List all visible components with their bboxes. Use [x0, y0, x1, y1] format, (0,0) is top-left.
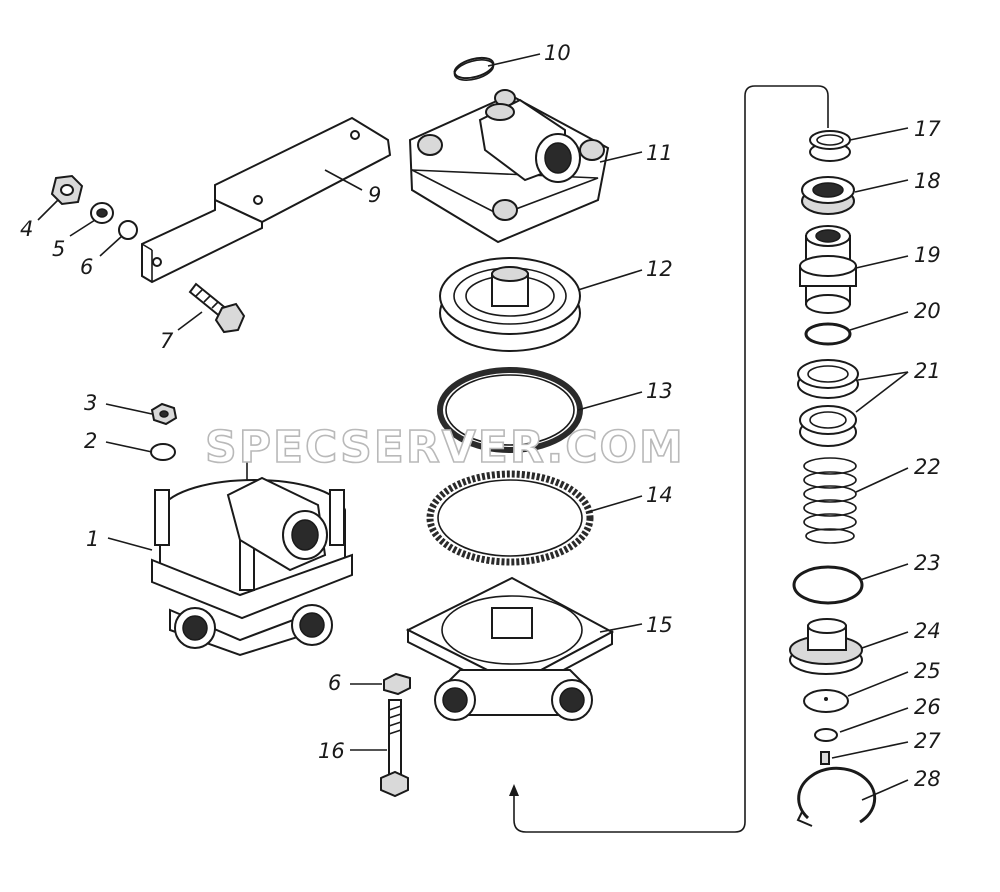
callout-26: 26: [914, 695, 941, 719]
callout-14: 14: [646, 483, 673, 507]
part-16-long-bolt: [380, 699, 409, 798]
part-28-snap-ring: [796, 766, 877, 827]
part-11-upper-cover: [408, 89, 610, 244]
callout-24: 24: [914, 619, 941, 643]
callout-20: 20: [914, 299, 941, 323]
part-12-piston: [439, 257, 581, 352]
callout-25: 25: [914, 659, 941, 683]
callout-5: 5: [52, 237, 65, 261]
part-6-lower-nut: [383, 672, 411, 696]
part-23-ring: [792, 565, 864, 605]
callout-9: 9: [368, 183, 381, 207]
callout-13: 13: [646, 379, 673, 403]
part-27-pin: [820, 751, 830, 765]
part-26-washer: [814, 728, 838, 742]
callout-12: 12: [646, 257, 673, 281]
part-7-bolt: [188, 282, 246, 334]
part-22-spring: [803, 457, 857, 544]
part-6-spring-washer: [118, 220, 138, 240]
callout-28: 28: [914, 767, 941, 791]
part-24-valve-seat: [789, 618, 863, 675]
callout-1: 1: [86, 527, 99, 551]
part-14-diaphragm: [426, 470, 594, 566]
callout-15: 15: [646, 613, 673, 637]
part-19-valve-stem: [799, 225, 857, 314]
part-17-bushing: [809, 130, 851, 162]
callout-6-upper: 6: [80, 255, 93, 279]
callout-18: 18: [914, 169, 941, 193]
part-4-hex-nut: [50, 174, 84, 206]
watermark-text: SPECSERVER.COM: [205, 422, 685, 473]
callout-7: 7: [160, 329, 174, 353]
callout-27: 27: [914, 729, 941, 753]
callout-10: 10: [544, 41, 571, 65]
part-25-disc: [803, 689, 849, 713]
callout-11: 11: [646, 141, 673, 165]
callout-22: 22: [914, 455, 941, 479]
part-2-washer: [150, 443, 176, 461]
callout-2: 2: [84, 429, 97, 453]
part-21-sleeve-lower: [799, 405, 857, 447]
part-18-seal-ring: [801, 176, 855, 215]
callout-23: 23: [914, 551, 941, 575]
callout-21: 21: [914, 359, 941, 383]
part-21-sleeve-upper: [797, 359, 859, 399]
callout-19: 19: [914, 243, 941, 267]
callout-16: 16: [318, 739, 345, 763]
part-20-o-ring: [804, 322, 852, 346]
part-3-nut: [150, 402, 178, 426]
part-15-lower-body: [405, 576, 615, 721]
callout-3: 3: [84, 391, 97, 415]
callout-4: 4: [20, 217, 33, 241]
part-10-plug: [453, 56, 495, 81]
assembly-path-arrow: [509, 85, 829, 833]
part-9-bracket: [141, 116, 392, 284]
callout-17: 17: [914, 117, 941, 141]
leader-lines: [37, 53, 909, 801]
part-5-washer: [90, 202, 114, 224]
callout-6-lower: 6: [328, 671, 341, 695]
part-1-valve-assembly: [151, 440, 353, 657]
